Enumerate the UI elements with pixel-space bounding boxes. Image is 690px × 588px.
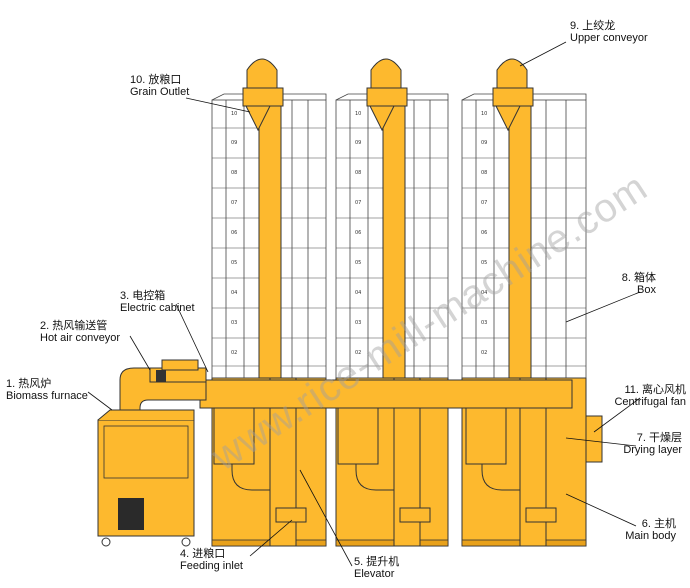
layer-mark: 10 (481, 111, 487, 117)
layer-mark: 10 (355, 111, 361, 117)
layer-mark: 06 (355, 230, 361, 236)
label-grain-outlet: 10. 放粮口 Grain Outlet (130, 74, 190, 98)
layer-mark: 05 (481, 260, 487, 266)
layer-mark: 06 (481, 230, 487, 236)
layer-mark: 03 (231, 320, 237, 326)
label-electric-cabinet: 3. 电控箱 Electric cabinet (120, 290, 195, 314)
label-main-body: 6. 主机 Main body (625, 518, 676, 542)
biomass-furnace (97, 409, 195, 547)
layer-mark: 03 (355, 320, 361, 326)
layer-mark: 04 (355, 290, 361, 296)
layer-mark: 03 (481, 320, 487, 326)
label-centrifugal-fan: 11. 离心风机 Centrifugal fan (614, 384, 686, 408)
label-drying-layer: 7. 干燥层 Drying layer (623, 432, 682, 456)
layer-mark: 05 (355, 260, 361, 266)
label-upper-conveyor: 9. 上绞龙 Upper conveyor (570, 20, 648, 44)
layer-mark: 04 (231, 290, 237, 296)
layer-mark: 02 (355, 350, 361, 356)
layer-mark: 07 (231, 200, 237, 206)
label-elevator: 5. 提升机 Elevator (354, 556, 400, 580)
layer-mark: 05 (231, 260, 237, 266)
label-biomass-furnace: 1. 热风炉 Biomass furnace (6, 378, 88, 402)
layer-mark: 08 (481, 170, 487, 176)
layer-marks: 10 09 08 07 06 05 04 03 02 10 09 08 07 06 05 04 03 02 10 09… (231, 111, 487, 356)
layer-mark: 08 (355, 170, 361, 176)
layer-mark: 07 (355, 200, 361, 206)
label-feeding-inlet: 4. 进粮口 Feeding inlet (180, 548, 243, 572)
layer-mark: 09 (355, 140, 361, 146)
layer-mark: 09 (231, 140, 237, 146)
layer-mark: 04 (481, 290, 487, 296)
label-box: 8. 箱体 Box (621, 272, 656, 296)
layer-mark: 09 (481, 140, 487, 146)
leader-lines (87, 41, 641, 567)
layer-mark: 06 (231, 230, 237, 236)
layer-mark: 07 (481, 200, 487, 206)
layer-mark: 02 (231, 350, 237, 356)
label-hot-air-conveyor: 2. 热风输送管 Hot air conveyor (40, 320, 121, 344)
hot-air-duct (119, 359, 573, 465)
layer-mark: 08 (231, 170, 237, 176)
layer-mark: 02 (481, 350, 487, 356)
layer-mark: 10 (231, 111, 237, 117)
